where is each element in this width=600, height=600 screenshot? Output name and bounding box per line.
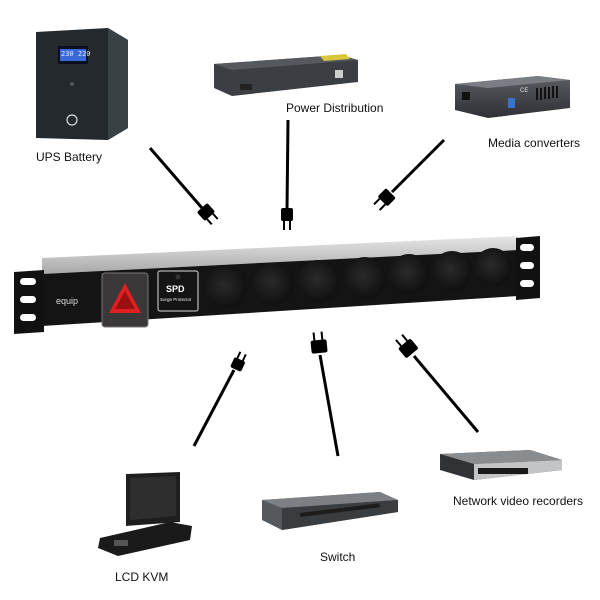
label-network-video-recorders: Network video recorders — [453, 494, 584, 508]
cable-media — [373, 138, 446, 211]
label-switch: Switch — [320, 550, 356, 564]
media-converter-device-icon — [455, 76, 570, 118]
ups-device-icon — [36, 28, 128, 140]
spd-indicator — [157, 270, 199, 312]
spd-subtitle: Surge Protector — [160, 297, 192, 302]
spd-title: SPD — [166, 284, 185, 294]
label-ups-battery: UPS Battery — [36, 150, 103, 164]
brand-logo: equip — [56, 296, 79, 306]
kvm-device-icon — [98, 472, 192, 556]
nvr-device-icon — [440, 450, 562, 480]
socket — [474, 248, 512, 286]
cable-nvr — [395, 334, 480, 433]
cable-kvm — [192, 351, 247, 447]
label-lcd-kvm: LCD KVM — [115, 570, 169, 584]
socket — [205, 266, 247, 308]
cable-ups — [148, 147, 219, 226]
pdu-device-icon — [214, 54, 358, 96]
cable-pdu — [281, 119, 293, 230]
label-power-distribution: Power Distribution — [286, 101, 384, 115]
socket — [298, 260, 340, 302]
ups-lcd-text: 230 220 — [61, 50, 91, 58]
ce-mark: CE — [520, 88, 529, 94]
switch-device-icon — [262, 492, 398, 530]
socket — [252, 263, 294, 305]
socket — [432, 251, 472, 291]
socket — [344, 257, 386, 299]
socket — [389, 254, 429, 294]
cable-switch — [310, 331, 340, 457]
label-media-converters: Media converters — [488, 136, 581, 150]
